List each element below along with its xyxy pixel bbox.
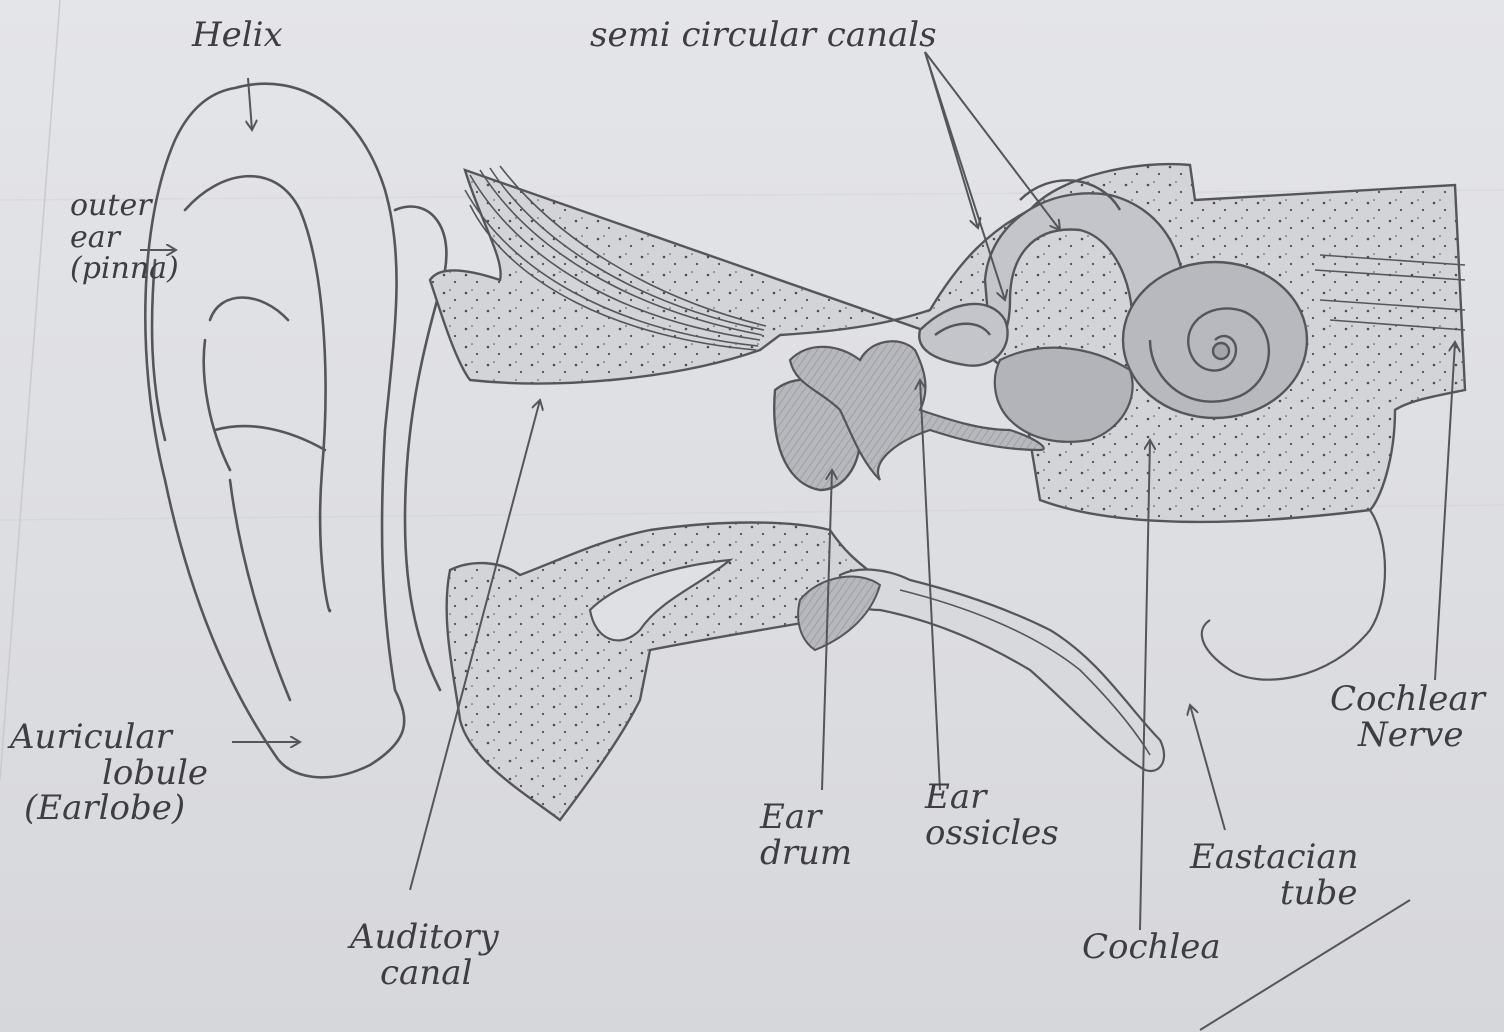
label-auricular-line2: lobule (102, 756, 264, 792)
cochlea (1123, 262, 1307, 418)
label-eustachian-tube: Eastacian tube (1190, 840, 1359, 911)
label-cochlear-nerve-line2: Nerve (1358, 718, 1504, 754)
label-auditory-canal: Auditory canal (350, 920, 499, 991)
label-auditory-line1: Auditory (350, 920, 499, 956)
label-ear-ossicles-line1: Ear (925, 780, 1059, 816)
label-auricular-lobule: Auricular lobule (Earlobe) (10, 720, 172, 827)
label-ear-drum: Ear drum (760, 800, 852, 871)
label-auditory-line2: canal (380, 956, 529, 992)
label-cochlear-nerve-line1: Cochlear (1330, 682, 1485, 718)
label-ear-drum-line1: Ear (760, 800, 852, 836)
label-eustachian-line1: Eastacian (1190, 840, 1359, 876)
label-ear-ossicles-line2: ossicles (925, 816, 1059, 852)
label-cochlear-nerve: Cochlear Nerve (1330, 682, 1485, 753)
label-outer-ear-line2: ear (70, 222, 179, 254)
label-auricular-line3: (Earlobe) (24, 791, 186, 827)
eustachian-tube (840, 570, 1164, 771)
label-helix: Helix (192, 18, 283, 54)
label-outer-ear: outer ear (pinna) (70, 190, 179, 285)
inner-ear-outline (1202, 510, 1385, 680)
pinna-shape (145, 84, 446, 778)
label-ear-ossicles: Ear ossicles (925, 780, 1059, 851)
label-cochlea: Cochlea (1082, 930, 1221, 966)
temporal-bone-lower (447, 523, 880, 821)
label-outer-ear-line3: (pinna) (70, 253, 179, 285)
vestibule (995, 348, 1133, 442)
label-ear-drum-line2: drum (760, 836, 852, 872)
label-outer-ear-line1: outer (70, 190, 179, 222)
label-eustachian-line2: tube (1280, 876, 1449, 912)
label-auricular-line1: Auricular (10, 720, 172, 756)
label-semicircular-canals: semi circular canals (590, 18, 937, 54)
